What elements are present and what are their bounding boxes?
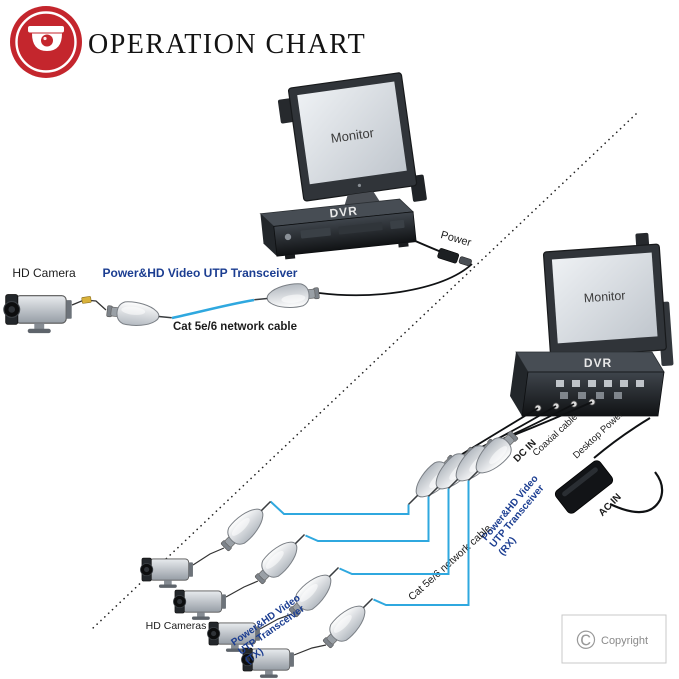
top-diagram: Monitor DVR Power HD Camera Pow bbox=[3, 72, 473, 334]
bottom-dvr-label: DVR bbox=[584, 356, 612, 370]
bnc-connector bbox=[81, 296, 92, 304]
tx-transceiver-icon bbox=[215, 492, 280, 557]
top-dvr: DVR bbox=[259, 198, 417, 260]
top-network-cable bbox=[171, 298, 255, 320]
top-hd-camera-icon bbox=[3, 294, 73, 334]
dc-power-cable bbox=[593, 417, 651, 459]
top-monitor: Monitor bbox=[277, 72, 427, 216]
tx-transceiver-icon bbox=[317, 589, 382, 654]
monitor-bracket bbox=[277, 98, 294, 124]
top-cable-label: Cat 5e/6 network cable bbox=[173, 321, 297, 333]
copyright-symbol: © bbox=[576, 625, 595, 655]
camera-pigtails bbox=[192, 547, 327, 656]
copyright-box: © Copyright bbox=[561, 614, 667, 664]
hd-cameras-label: HD Cameras bbox=[146, 620, 207, 632]
page-title: OPERATION CHART bbox=[88, 29, 366, 60]
header: OPERATION CHART bbox=[10, 6, 366, 78]
bottom-cable-label: Cat 5e/6 network cable bbox=[406, 522, 494, 603]
rx-transceiver-label: Power&HD Video UTP Transceiver (RX) bbox=[480, 473, 547, 558]
bottom-dvr: DVR bbox=[510, 351, 665, 417]
dome-camera-icon bbox=[28, 26, 64, 51]
top-hd-camera-label: HD Camera bbox=[12, 266, 76, 280]
plug-to-transceiver-cable bbox=[318, 263, 473, 297]
top-dvr-label: DVR bbox=[329, 204, 359, 221]
tx-transceiver-icon bbox=[249, 525, 314, 590]
top-transceiver-rx-icon bbox=[252, 280, 321, 313]
bottom-network-cables bbox=[269, 480, 470, 606]
dvr-power-button bbox=[284, 233, 292, 241]
hd-camera-icon bbox=[173, 589, 227, 621]
desktop-power-brick bbox=[554, 460, 614, 514]
logo-ring bbox=[15, 11, 77, 73]
ac-power-cable bbox=[609, 471, 664, 514]
copyright-label: Copyright bbox=[601, 635, 648, 647]
top-transceiver-tx-icon bbox=[105, 298, 174, 331]
top-monitor-label: Monitor bbox=[330, 125, 376, 146]
top-power-label: Power bbox=[439, 229, 473, 249]
power-plug bbox=[437, 248, 472, 267]
bottom-monitor-label: Monitor bbox=[583, 289, 626, 306]
brand-logo bbox=[10, 6, 82, 78]
bottom-monitor: Monitor bbox=[542, 232, 674, 375]
top-transceiver-label: Power&HD Video UTP Transceiver bbox=[103, 266, 298, 280]
ac-in-label: AC IN bbox=[597, 492, 624, 519]
hd-camera-icon bbox=[140, 557, 194, 589]
bottom-diagram: Monitor DVR bbox=[140, 232, 674, 679]
dvr-rear-ports bbox=[556, 380, 644, 399]
